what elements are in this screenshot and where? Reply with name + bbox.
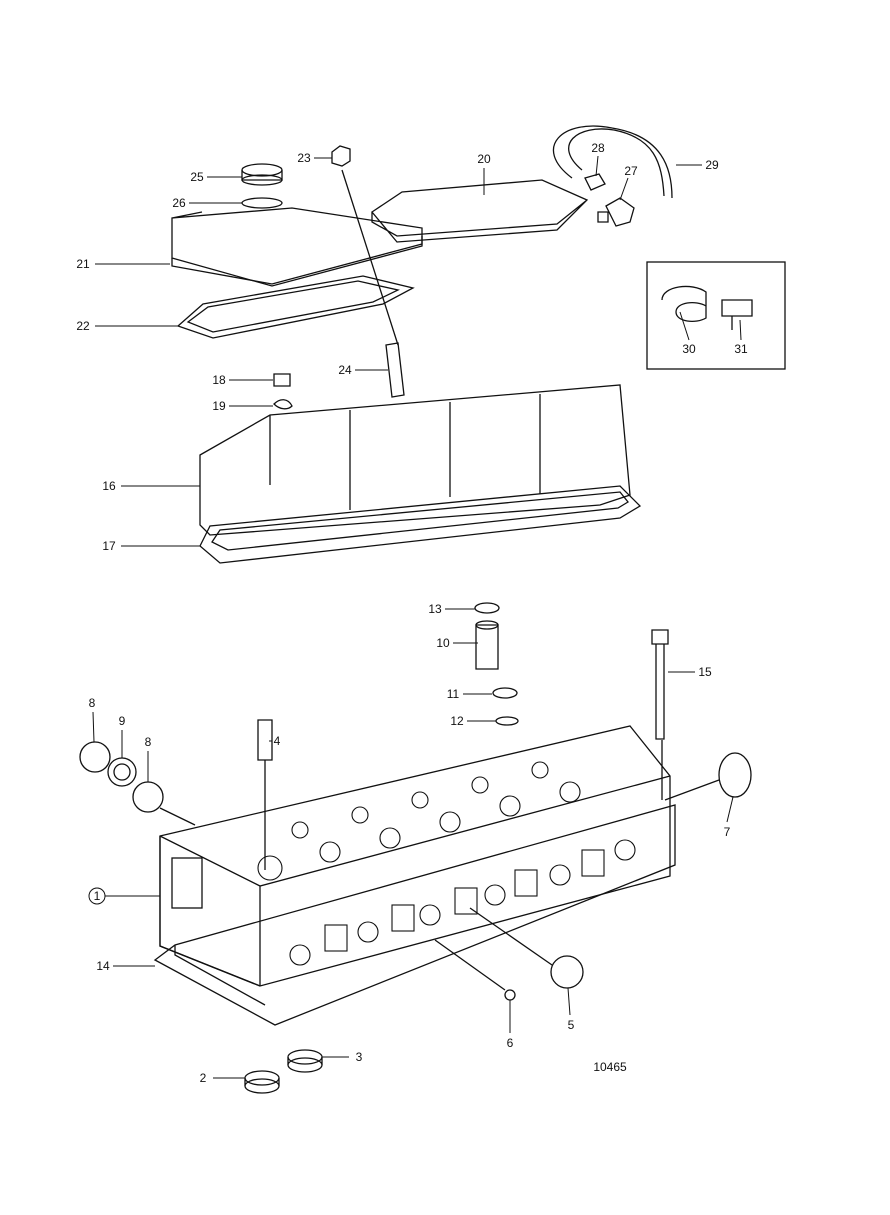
callout-22: 22 [76,319,90,333]
stud [385,342,405,398]
callout-8: 8 [88,696,96,710]
valve-cover-right [371,179,589,243]
injector-sleeve [257,719,273,761]
callout-15: 15 [698,665,712,679]
sealing-ring [287,1049,323,1065]
detail-inset-box [646,261,786,370]
clip [273,399,293,410]
gasket-left [176,275,415,339]
elbow-fitting [597,197,635,227]
bolt [651,629,669,740]
washer-ring [113,763,131,781]
callout-2: 2 [199,1071,207,1085]
screw-detail [721,299,753,330]
callout-27: 27 [624,164,638,178]
callout-17: 17 [102,539,116,553]
callout-19: 19 [212,399,226,413]
callout-18: 18 [212,373,226,387]
callout-26: 26 [172,196,186,210]
plug [79,741,111,773]
plug [718,752,752,798]
callout-28: 28 [591,141,605,155]
callout-7: 7 [723,825,731,839]
callout-8: 8 [144,735,152,749]
callout-9: 9 [118,714,126,728]
washer [492,687,518,699]
valve-seal [474,602,500,614]
drawing-number: 10465 [593,1060,627,1074]
callout-1: 1 [93,889,101,903]
callout-11: 11 [446,687,460,701]
nut [273,373,291,387]
callout-25: 25 [190,170,204,184]
cap-nut [331,145,351,167]
rocker-cover-gasket [199,485,642,564]
plug-small [504,989,516,1001]
callout-12: 12 [450,714,464,728]
head-gasket [153,804,676,1026]
cylinder-head [159,725,671,987]
callout-20: 20 [477,152,491,166]
callout-29: 29 [705,158,719,172]
callout-5: 5 [567,1018,575,1032]
hose-clamp [584,173,606,191]
callout-16: 16 [102,479,116,493]
valve-guide-sleeve [475,624,499,670]
callout-21: 21 [76,257,90,271]
callout-6: 6 [506,1036,514,1050]
callout-4: 4 [273,734,281,748]
plug [132,781,164,813]
seal-ring [241,197,283,209]
oil-filler-cap [241,163,283,186]
valve-cover-left [171,207,423,287]
sealing-ring [244,1070,280,1086]
callout-31: 31 [734,342,748,356]
o-ring [495,716,519,726]
plug [550,955,584,989]
callout-13: 13 [428,602,442,616]
leader-lines [88,155,742,1079]
clamp-detail [661,285,707,323]
callout-10: 10 [436,636,450,650]
callout-23: 23 [297,151,311,165]
callout-3: 3 [355,1050,363,1064]
callout-14: 14 [96,959,110,973]
breather-hose [552,125,673,199]
rocker-cover [199,384,631,536]
callout-30: 30 [682,342,696,356]
callout-24: 24 [338,363,352,377]
